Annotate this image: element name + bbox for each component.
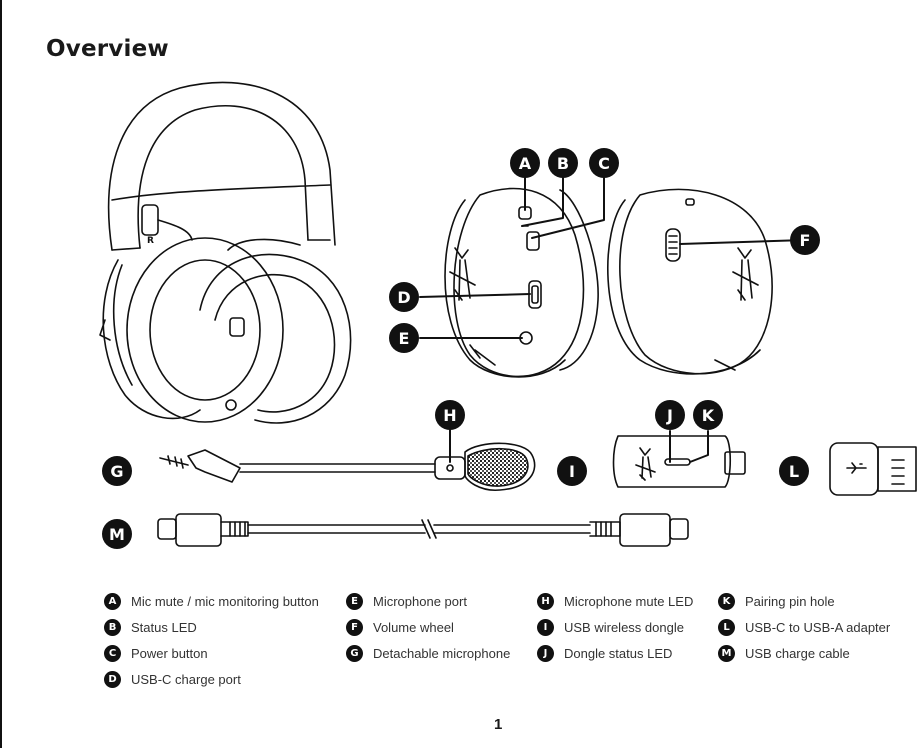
callout-markers: A B C D E F G H I J K L M: [102, 148, 820, 549]
callout-k: K: [693, 400, 723, 430]
earcup-volume-drawing: [607, 188, 773, 375]
svg-text:B: B: [557, 154, 569, 173]
callout-l: L: [779, 456, 809, 486]
legend-label: USB-C to USB-A adapter: [745, 620, 891, 635]
legend-item-m: M USB charge cable: [718, 645, 850, 662]
headset-drawing: [99, 81, 352, 424]
legend-item-f: F Volume wheel: [346, 619, 454, 636]
legend-label: Dongle status LED: [564, 646, 673, 661]
legend-item-d: D USB-C charge port: [104, 671, 241, 688]
svg-text:J: J: [666, 406, 673, 425]
legend-label: Microphone mute LED: [564, 594, 694, 609]
callout-a: A: [510, 148, 540, 178]
svg-text:H: H: [443, 406, 456, 425]
legend-key: J: [537, 645, 554, 662]
legend-item-c: C Power button: [104, 645, 208, 662]
legend-item-g: G Detachable microphone: [346, 645, 510, 662]
callout-c: C: [589, 148, 619, 178]
legend-key: I: [537, 619, 554, 636]
cable-drawing: [157, 513, 689, 547]
legend-key: G: [346, 645, 363, 662]
callout-i: I: [557, 456, 587, 486]
leader-lines: [419, 177, 806, 463]
legend-label: USB-C charge port: [131, 672, 241, 687]
svg-text:M: M: [109, 525, 125, 544]
dongle-drawing: [612, 435, 746, 488]
legend-key: A: [104, 593, 121, 610]
callout-h: H: [435, 400, 465, 430]
legend-key: E: [346, 593, 363, 610]
legend-key: H: [537, 593, 554, 610]
page-title: Overview: [46, 36, 169, 62]
svg-text:L: L: [789, 462, 799, 481]
legend-key: L: [718, 619, 735, 636]
page-number: 1: [494, 716, 503, 733]
legend-label: Volume wheel: [373, 620, 454, 635]
legend-label: Detachable microphone: [373, 646, 511, 661]
legend-item-a: A Mic mute / mic monitoring button: [104, 593, 319, 610]
legend-label: USB wireless dongle: [564, 620, 684, 635]
callout-m: M: [102, 519, 132, 549]
legend-item-e: E Microphone port: [346, 593, 467, 610]
svg-text:C: C: [598, 154, 610, 173]
headband-side-mark: R: [147, 236, 154, 246]
legend-key: D: [104, 671, 121, 688]
microphone-drawing: [159, 442, 536, 491]
svg-text:F: F: [800, 231, 811, 250]
legend-label: Pairing pin hole: [745, 594, 835, 609]
callout-b: B: [548, 148, 578, 178]
callout-d: D: [389, 282, 419, 312]
callout-g: G: [102, 456, 132, 486]
legend-item-h: H Microphone mute LED: [537, 593, 693, 610]
legend-item-i: I USB wireless dongle: [537, 619, 684, 636]
svg-text:K: K: [702, 406, 715, 425]
legend-item-k: K Pairing pin hole: [718, 593, 835, 610]
legend-label: Mic mute / mic monitoring button: [131, 594, 319, 609]
legend-key: B: [104, 619, 121, 636]
callout-e: E: [389, 323, 419, 353]
legend-key: K: [718, 593, 735, 610]
legend-label: Microphone port: [373, 594, 467, 609]
callout-f: F: [790, 225, 820, 255]
earcup-ports-drawing: [444, 187, 599, 378]
svg-text:G: G: [110, 462, 123, 481]
legend-label: Power button: [131, 646, 208, 661]
legend-label: USB charge cable: [745, 646, 850, 661]
page-left-rule: [0, 0, 2, 748]
svg-text:D: D: [397, 288, 410, 307]
callout-j: J: [655, 400, 685, 430]
legend-item-l: L USB-C to USB-A adapter: [718, 619, 890, 636]
legend-item-j: J Dongle status LED: [537, 645, 672, 662]
svg-text:A: A: [519, 154, 532, 173]
legend-item-b: B Status LED: [104, 619, 197, 636]
legend-label: Status LED: [131, 620, 197, 635]
legend-key: M: [718, 645, 735, 662]
legend-key: C: [104, 645, 121, 662]
svg-text:I: I: [569, 462, 575, 481]
adapter-drawing: [829, 442, 917, 496]
legend-key: F: [346, 619, 363, 636]
svg-text:E: E: [399, 329, 410, 348]
